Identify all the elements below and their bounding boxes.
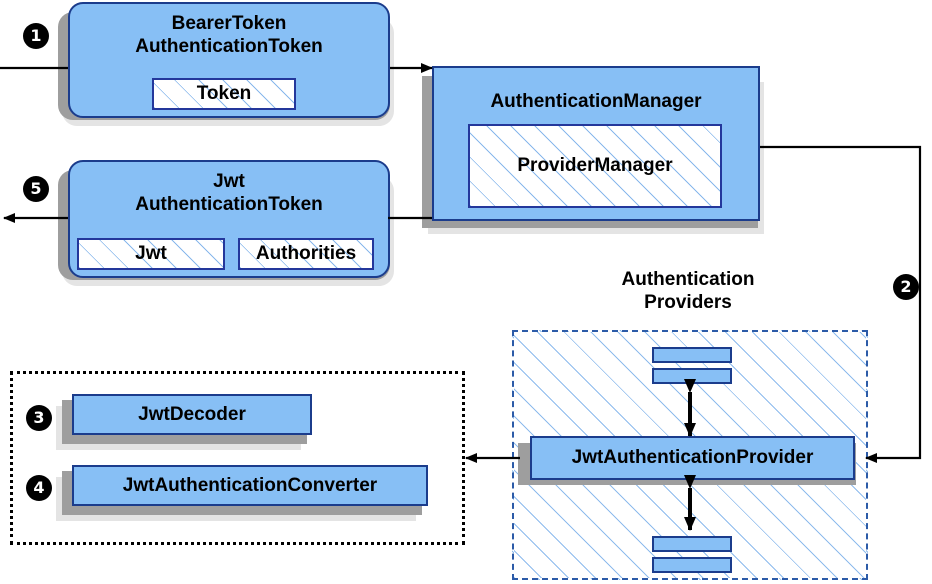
provider-stack-top-bar-1 bbox=[652, 347, 732, 363]
node-jwt-authentication-converter[interactable]: JwtAuthenticationConverter bbox=[72, 465, 428, 506]
authentication-providers-caption: Authentication Providers bbox=[568, 268, 808, 314]
bearer-token-title-line1: BearerToken bbox=[171, 13, 287, 34]
authentication-manager-inner-provider-manager[interactable]: ProviderManager bbox=[468, 124, 722, 208]
bearer-token-inner-token[interactable]: Token bbox=[152, 78, 296, 110]
step-marker-2: 2 bbox=[893, 274, 919, 300]
node-bearer-token-authentication-token[interactable]: BearerToken AuthenticationToken bbox=[68, 2, 390, 118]
step-marker-5: 5 bbox=[23, 176, 49, 202]
jwt-support-components-container bbox=[10, 371, 465, 545]
authentication-manager-title: AuthenticationManager bbox=[490, 91, 702, 112]
step-marker-3: 3 bbox=[26, 405, 52, 431]
authentication-providers-caption-line2: Providers bbox=[644, 292, 732, 313]
jwt-token-title-line2: AuthenticationToken bbox=[135, 194, 323, 215]
jwt-token-title-line1: Jwt bbox=[213, 171, 245, 192]
provider-stack-bottom-bar-1 bbox=[652, 536, 732, 552]
provider-stack-top-bar-2 bbox=[652, 368, 732, 384]
jwt-token-inner-jwt[interactable]: Jwt bbox=[77, 238, 225, 270]
step-marker-4: 4 bbox=[26, 475, 52, 501]
jwt-decoder-label: JwtDecoder bbox=[138, 403, 246, 425]
authentication-providers-caption-line1: Authentication bbox=[621, 269, 755, 290]
bearer-token-title-line2: AuthenticationToken bbox=[135, 36, 323, 57]
node-jwt-authentication-provider[interactable]: JwtAuthenticationProvider bbox=[530, 436, 855, 480]
node-jwt-decoder[interactable]: JwtDecoder bbox=[72, 394, 312, 435]
jwt-authentication-provider-label: JwtAuthenticationProvider bbox=[571, 447, 814, 468]
jwt-token-inner-authorities[interactable]: Authorities bbox=[238, 238, 374, 270]
jwt-authentication-converter-label: JwtAuthenticationConverter bbox=[122, 474, 378, 496]
step-marker-1: 1 bbox=[23, 23, 49, 49]
provider-stack-bottom-bar-2 bbox=[652, 557, 732, 573]
